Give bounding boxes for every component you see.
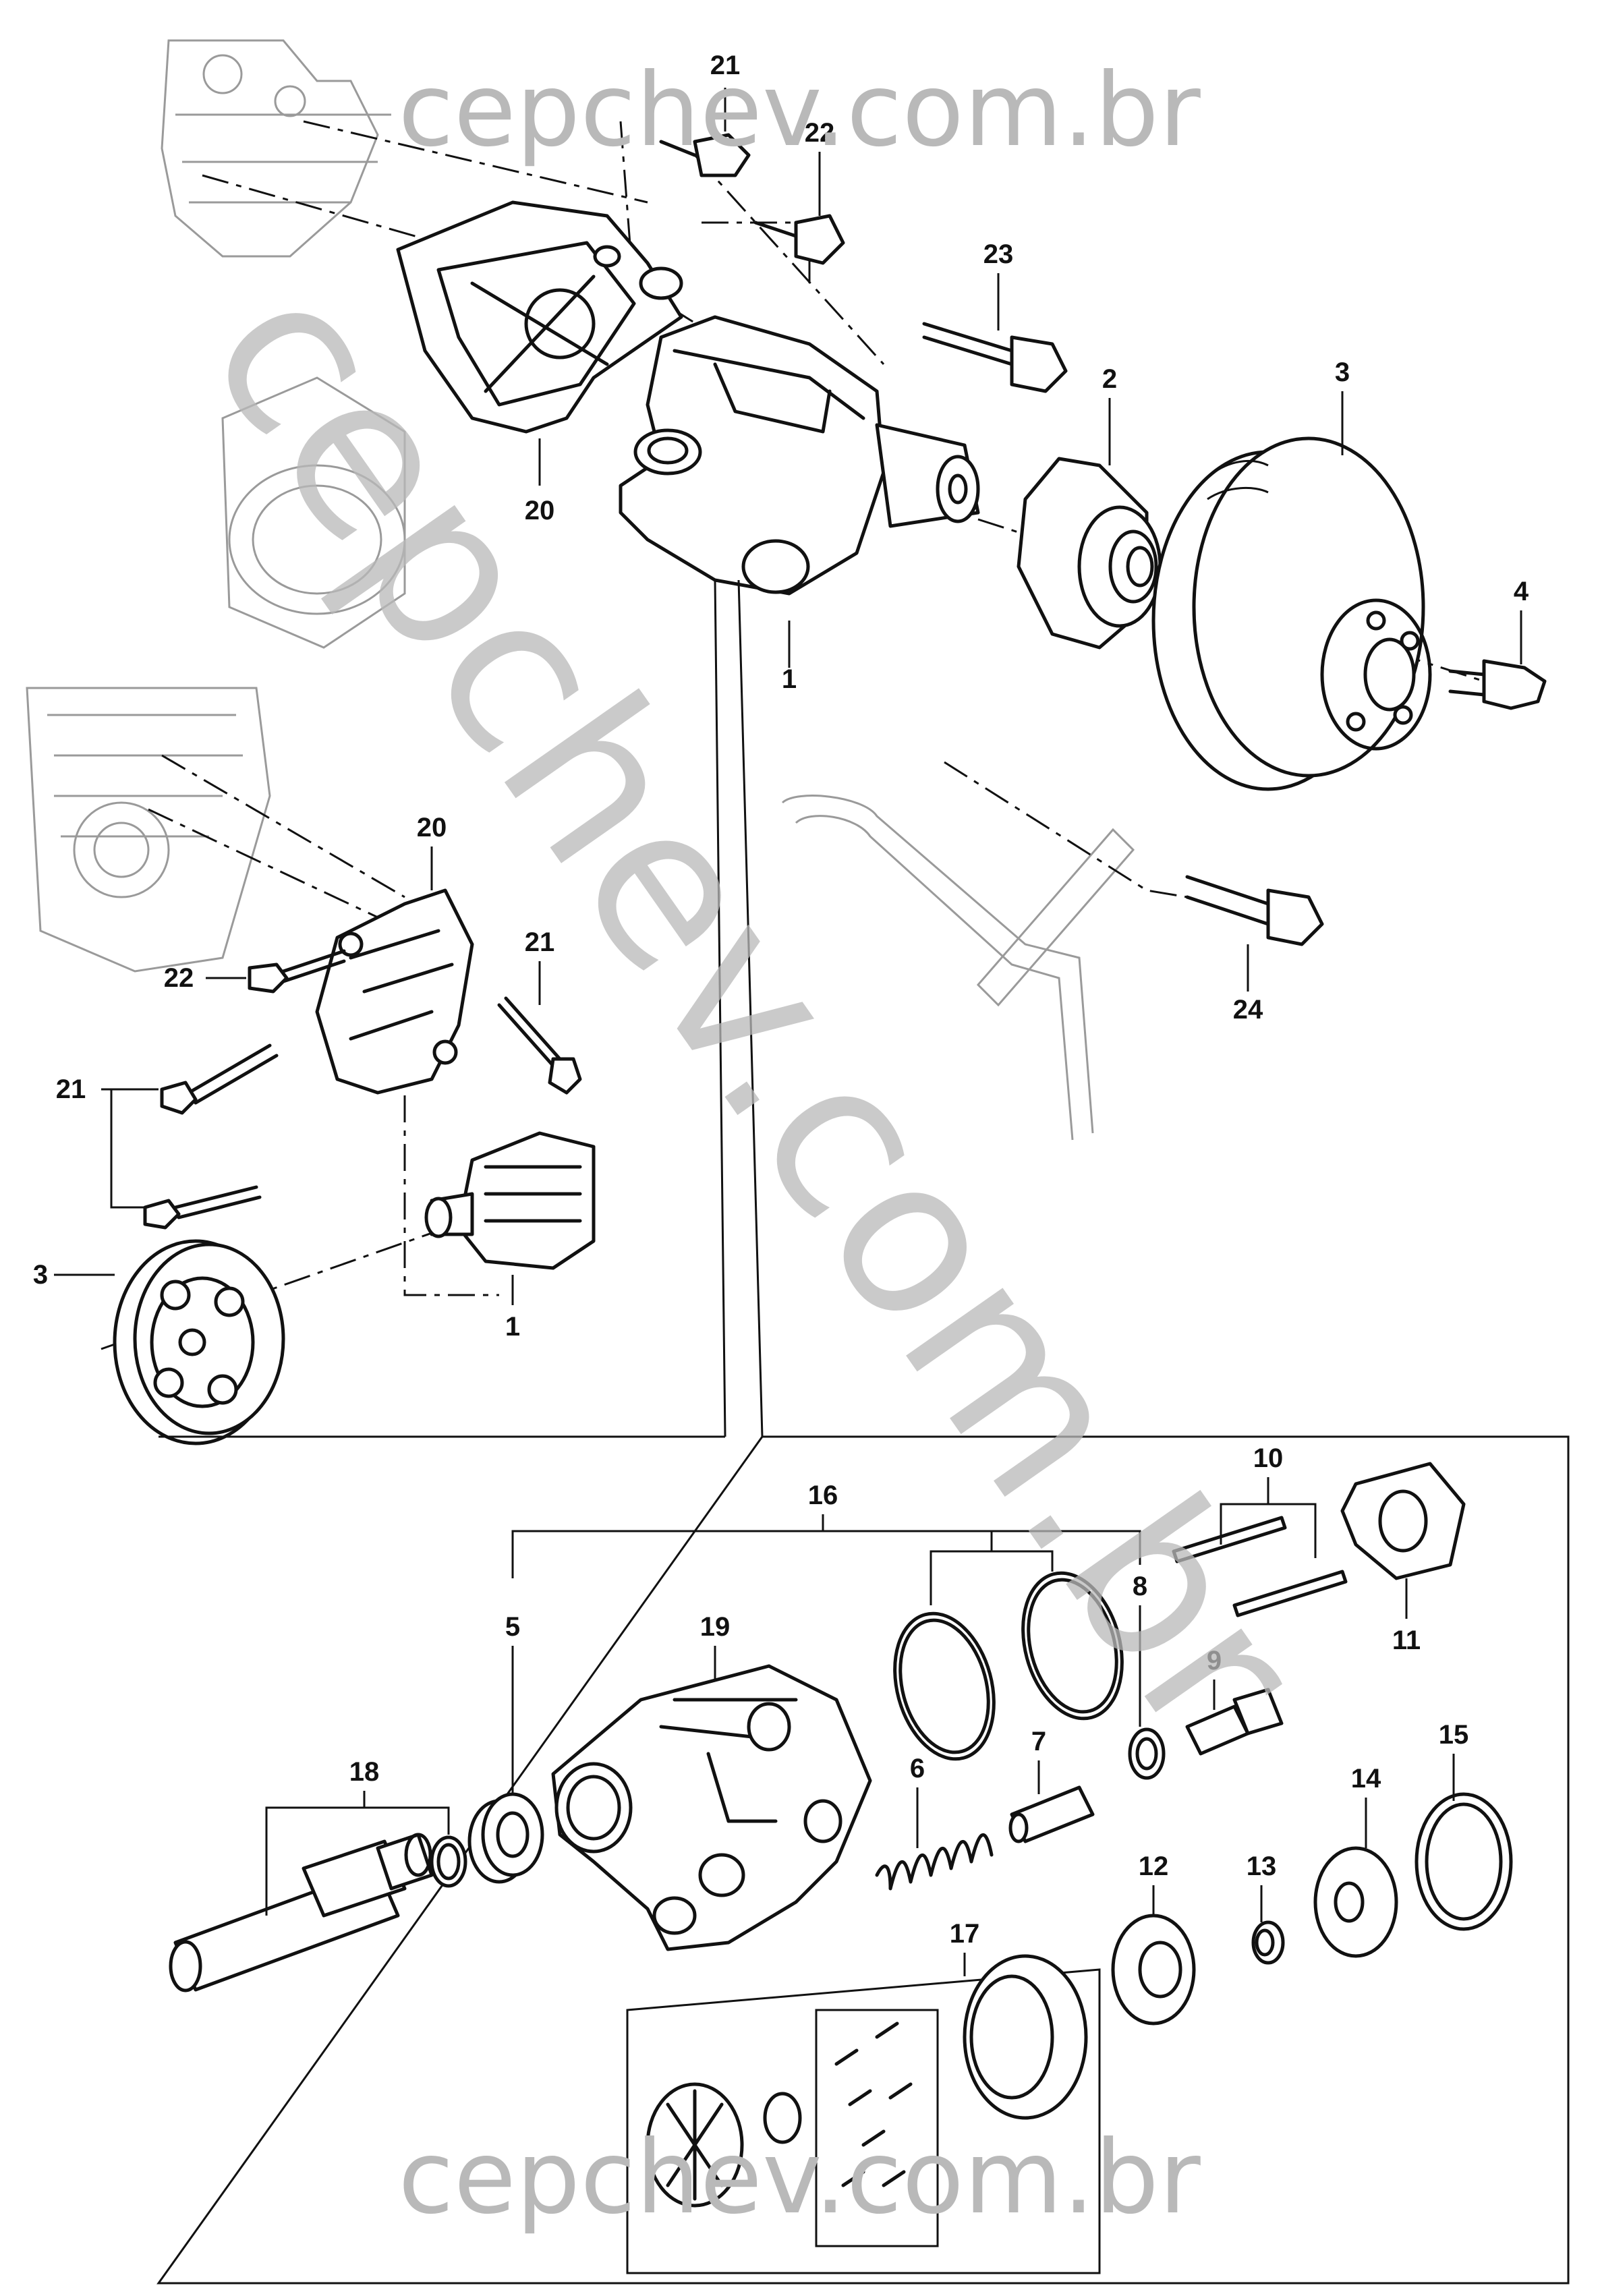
leader-lines xyxy=(54,88,1522,1976)
housing-part-19 xyxy=(551,1664,872,1951)
bolt-part-4 xyxy=(1448,659,1547,710)
callout-1b: 1 xyxy=(505,1312,520,1342)
callout-20b: 20 xyxy=(417,813,447,842)
pump-part-1-lower xyxy=(424,1131,596,1270)
callout-14: 14 xyxy=(1351,1764,1381,1793)
hub-part-2 xyxy=(1017,457,1162,650)
callout-21b: 21 xyxy=(525,927,555,957)
callout-22b: 22 xyxy=(164,963,194,993)
callout-labels: 21 22 23 2 3 20 1 4 20 22 21 21 24 3 1 1… xyxy=(33,51,1529,1949)
callout-16: 16 xyxy=(808,1481,838,1510)
bolt-part-24 xyxy=(1185,875,1324,946)
detail-frame xyxy=(156,1435,1570,2285)
bolt-part-21-lower xyxy=(143,996,582,1230)
cover-part-11 xyxy=(1340,1462,1466,1580)
hose-ghost xyxy=(781,795,1135,1141)
callout-19: 19 xyxy=(700,1612,731,1642)
spring-part-6 xyxy=(875,1833,994,1891)
o-ring-part-18 xyxy=(430,1835,467,1888)
seal-part-15 xyxy=(1415,1792,1513,1931)
pump-part-1-upper xyxy=(619,315,980,596)
engine-block-ghost-lower xyxy=(26,687,271,973)
callout-5: 5 xyxy=(505,1612,520,1642)
plate-part-14 xyxy=(1313,1846,1398,1958)
watermark-top: cepchev.com.br xyxy=(398,52,1201,169)
o-rings-part-16 xyxy=(893,1571,1124,1761)
watermark-bottom: cepchev.com.br xyxy=(398,2119,1201,2237)
bracket-part-20 xyxy=(396,200,683,434)
cam-ring-part-12 xyxy=(1111,1914,1196,2026)
seal-part-8 xyxy=(1128,1727,1166,1780)
callout-4: 4 xyxy=(1514,577,1529,606)
callout-9: 9 xyxy=(1207,1646,1222,1675)
callout-21a: 21 xyxy=(710,51,741,80)
callout-12: 12 xyxy=(1139,1852,1169,1881)
bracket-part-20-lower xyxy=(315,888,474,1095)
callout-7: 7 xyxy=(1031,1727,1046,1756)
callout-10: 10 xyxy=(1253,1443,1284,1473)
callout-6: 6 xyxy=(910,1754,925,1783)
callout-8: 8 xyxy=(1133,1572,1147,1601)
detail-zoom-lines xyxy=(714,579,764,1437)
engine-block-ghost xyxy=(161,39,406,649)
callout-24: 24 xyxy=(1233,995,1263,1025)
callout-21c: 21 xyxy=(56,1074,86,1104)
bolt-part-21-upper xyxy=(659,133,751,177)
callout-11: 11 xyxy=(1392,1626,1421,1655)
callout-1a: 1 xyxy=(782,664,797,694)
clip-part-13 xyxy=(1251,1920,1285,1965)
callout-22a: 22 xyxy=(805,118,835,148)
bearing-part-5 xyxy=(467,1792,544,1884)
callout-2: 2 xyxy=(1102,364,1117,394)
callout-13: 13 xyxy=(1247,1852,1277,1881)
bolt-part-23 xyxy=(922,322,1068,393)
valve-part-7 xyxy=(1008,1785,1095,1843)
shaft-part-18 xyxy=(169,1833,434,1992)
callout-3b: 3 xyxy=(33,1260,48,1290)
pulley-part-3-upper xyxy=(1151,436,1432,791)
bolt-part-22-lower xyxy=(248,949,346,994)
callout-20a: 20 xyxy=(525,496,555,525)
callout-17: 17 xyxy=(950,1919,980,1949)
pulley-part-3-lower xyxy=(113,1239,285,1445)
callout-3a: 3 xyxy=(1335,357,1350,387)
rotor-kit-part-17 xyxy=(626,1954,1101,2274)
callout-15: 15 xyxy=(1439,1720,1469,1750)
fitting-part-9 xyxy=(1185,1688,1284,1756)
pins-part-10 xyxy=(1172,1516,1348,1617)
callout-23: 23 xyxy=(983,239,1014,269)
bolt-part-22-upper xyxy=(753,214,845,265)
callout-18: 18 xyxy=(349,1757,380,1787)
